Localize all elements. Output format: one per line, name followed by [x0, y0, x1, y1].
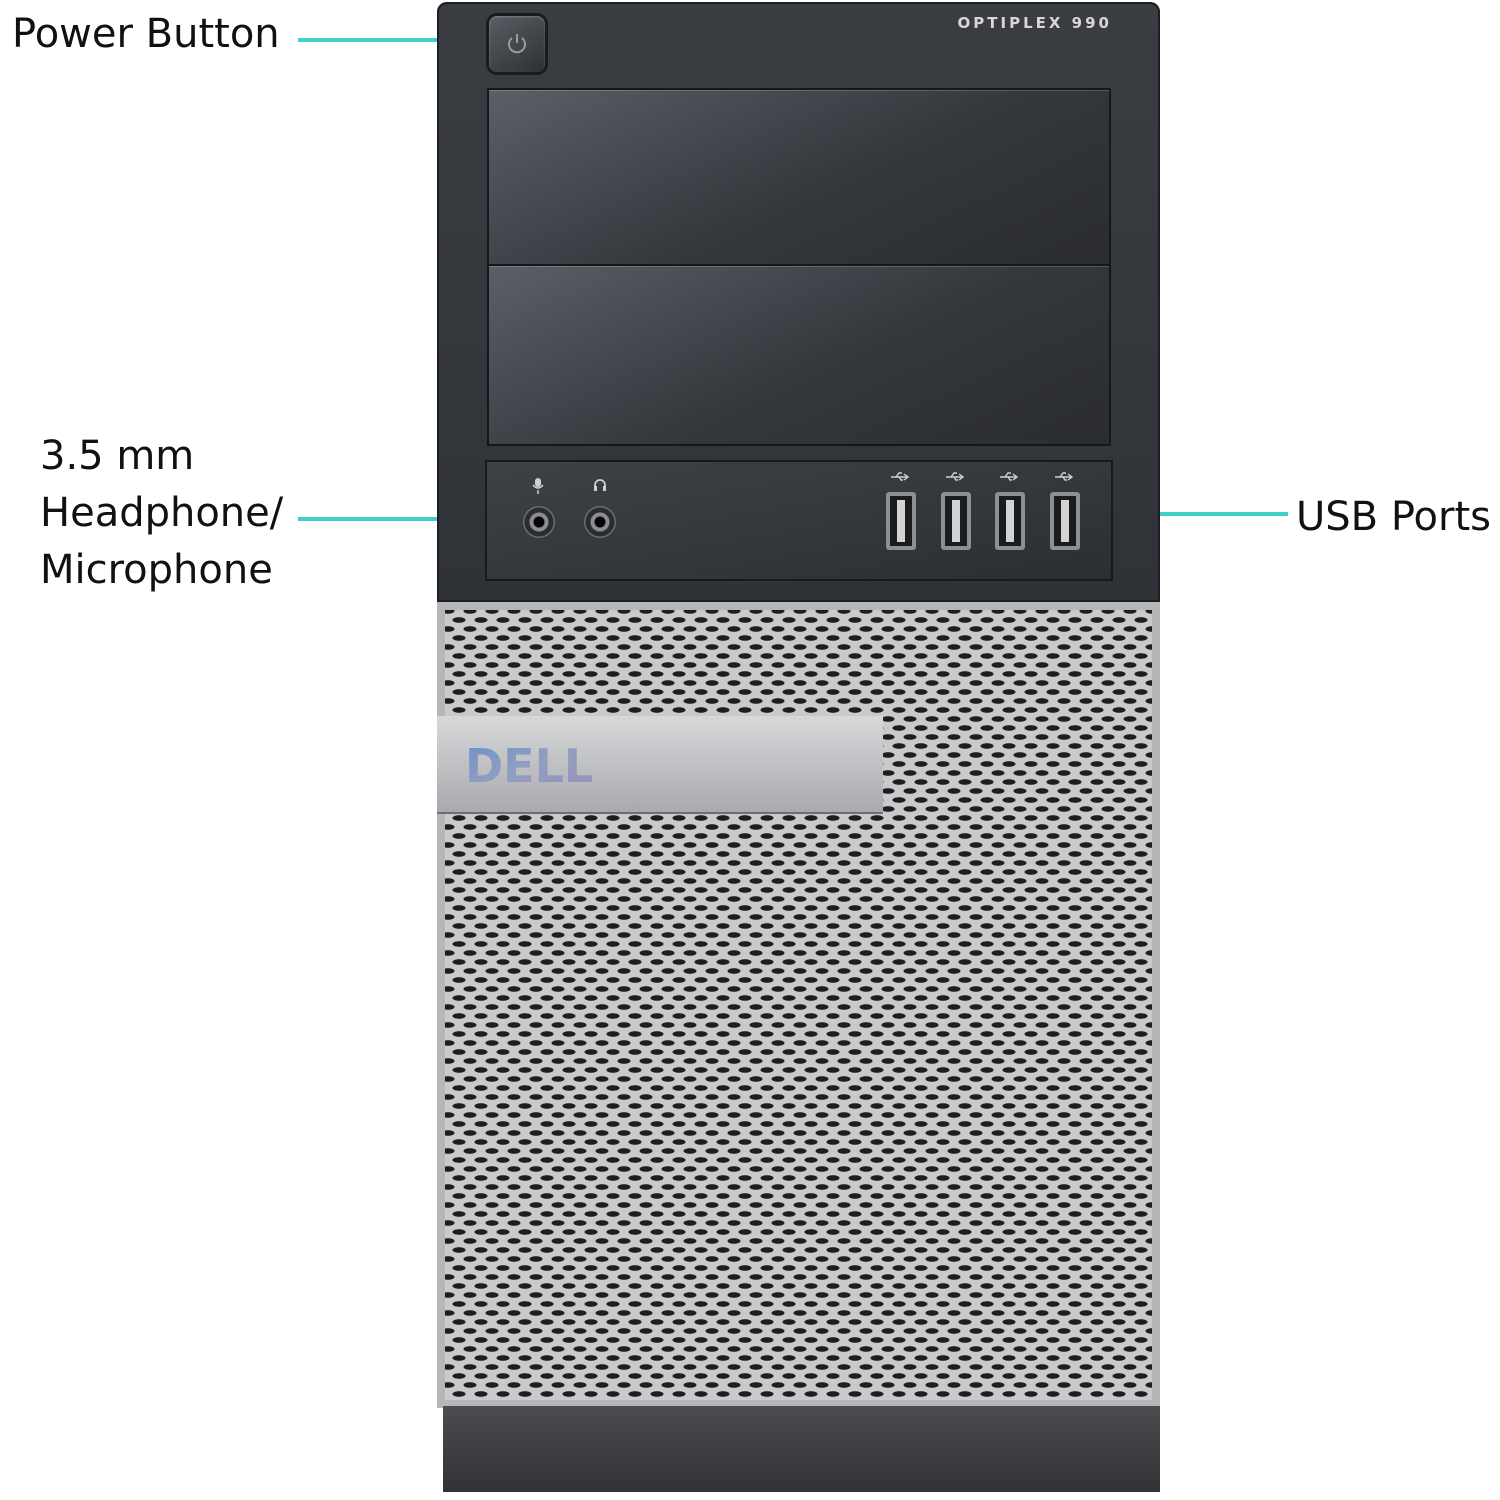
front-io-panel	[487, 462, 1111, 579]
usb-icon	[1055, 472, 1074, 481]
leader-line-usb	[1106, 512, 1288, 516]
drive-bay-lower	[489, 266, 1109, 444]
microphone-jack[interactable]	[523, 506, 555, 538]
callout-audio-line2: Headphone/	[40, 490, 284, 536]
usb-icon	[1000, 472, 1019, 481]
callout-audio-line3: Microphone	[40, 547, 273, 593]
power-icon	[508, 34, 526, 54]
headphone-icon	[594, 479, 606, 491]
usb-port-3[interactable]	[995, 492, 1025, 550]
usb-icon	[946, 472, 965, 481]
usb-port-1[interactable]	[886, 492, 916, 550]
leader-line-audio	[298, 517, 502, 521]
power-button[interactable]	[489, 16, 545, 72]
callout-usb-ports: USB Ports	[1296, 494, 1491, 540]
microphone-icon	[532, 478, 544, 494]
usb-port-4[interactable]	[1050, 492, 1080, 550]
model-name: OPTIPLEX 990	[957, 14, 1112, 32]
callout-audio-line1: 3.5 mm	[40, 433, 195, 479]
usb-port-2[interactable]	[941, 492, 971, 550]
tower-base	[443, 1406, 1160, 1492]
headphone-jack[interactable]	[584, 506, 616, 538]
callout-power-button: Power Button	[12, 11, 280, 57]
brand-badge: DELL	[437, 716, 883, 812]
usb-icon	[891, 472, 910, 481]
callout-audio: 3.5 mm Headphone/ Microphone	[40, 428, 283, 599]
dell-logo-text: DELL	[465, 739, 593, 793]
drive-bay-upper	[489, 90, 1109, 266]
dell-logo: DELL	[465, 739, 593, 793]
leader-line-power	[298, 38, 478, 42]
front-bezel: OPTIPLEX 990	[437, 2, 1160, 602]
computer-tower: OPTIPLEX 990	[437, 2, 1160, 1498]
